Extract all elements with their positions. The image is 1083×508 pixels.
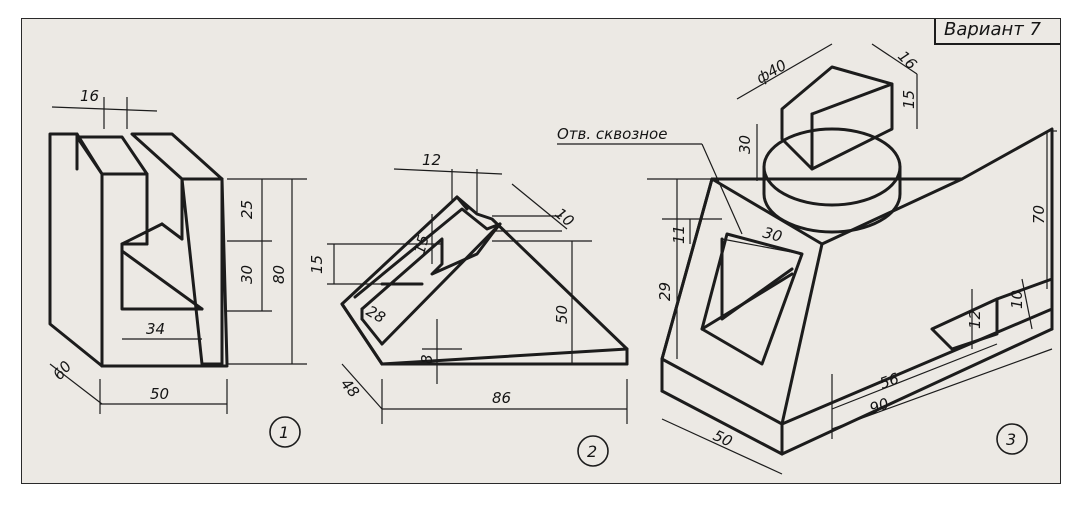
part-number-1: 1: [279, 423, 289, 442]
dim-p3-29: 29: [656, 282, 674, 301]
dim-p3-56: 56: [877, 369, 901, 392]
technical-drawing: 16 25 30 80 34 60 50 1: [48, 43, 1057, 475]
dim-p1-80: 80: [270, 265, 288, 284]
dim-p2-48: 48: [337, 375, 363, 401]
dim-p1-50: 50: [150, 385, 169, 403]
dim-p3-16: 16: [894, 47, 920, 73]
dim-p2-8: 8: [418, 354, 436, 364]
dim-p3-30b: 30: [761, 223, 784, 245]
dim-p2-15b: 15: [308, 255, 326, 274]
dim-p3-15: 15: [900, 90, 918, 109]
dim-p1-25: 25: [238, 200, 256, 219]
part-3-drawing: [647, 43, 1057, 475]
dim-p3-30a: 30: [736, 135, 754, 154]
part-2-drawing: [327, 168, 629, 424]
dim-p1-60: 60: [49, 357, 75, 383]
dim-p3-90: 90: [867, 394, 891, 417]
variant-label: Вариант 7: [944, 19, 1041, 40]
part-2-dimensions: 12 10 15 15 28 50 8 48 86: [308, 151, 578, 407]
variant-label-box: Вариант 7: [934, 19, 1060, 45]
dim-p2-86: 86: [492, 389, 511, 407]
through-hole-callout: Отв. сквозное: [557, 125, 743, 235]
part-3-number: 3: [996, 423, 1028, 455]
part-1-drawing: [48, 97, 307, 414]
dim-p3-50: 50: [710, 426, 735, 450]
dim-p2-12: 12: [422, 151, 441, 169]
dim-p3-10: 10: [1008, 290, 1026, 309]
dim-p1-16: 16: [80, 87, 99, 105]
dim-p2-10: 10: [551, 204, 577, 230]
part-number-3: 3: [1006, 430, 1016, 449]
dim-p3-11: 11: [670, 225, 688, 244]
dim-p3-70: 70: [1030, 205, 1048, 224]
part-3-dimensions: ф40 16 15 30 11 30 29 70 12 10 56 90 50: [656, 47, 1048, 451]
dim-p2-15a: 15: [410, 233, 432, 256]
part-1-number: 1: [269, 416, 301, 448]
part-2-number: 2: [577, 435, 609, 467]
dim-p2-50: 50: [553, 305, 571, 324]
drawing-sheet: 16 25 30 80 34 60 50 1: [21, 18, 1061, 484]
part-number-2: 2: [587, 442, 597, 461]
through-hole-label: Отв. сквозное: [557, 125, 667, 143]
dim-p3-phi40: ф40: [753, 56, 790, 88]
dim-p1-34: 34: [146, 320, 165, 338]
dim-p1-30: 30: [238, 265, 256, 284]
dim-p3-12: 12: [966, 310, 984, 329]
